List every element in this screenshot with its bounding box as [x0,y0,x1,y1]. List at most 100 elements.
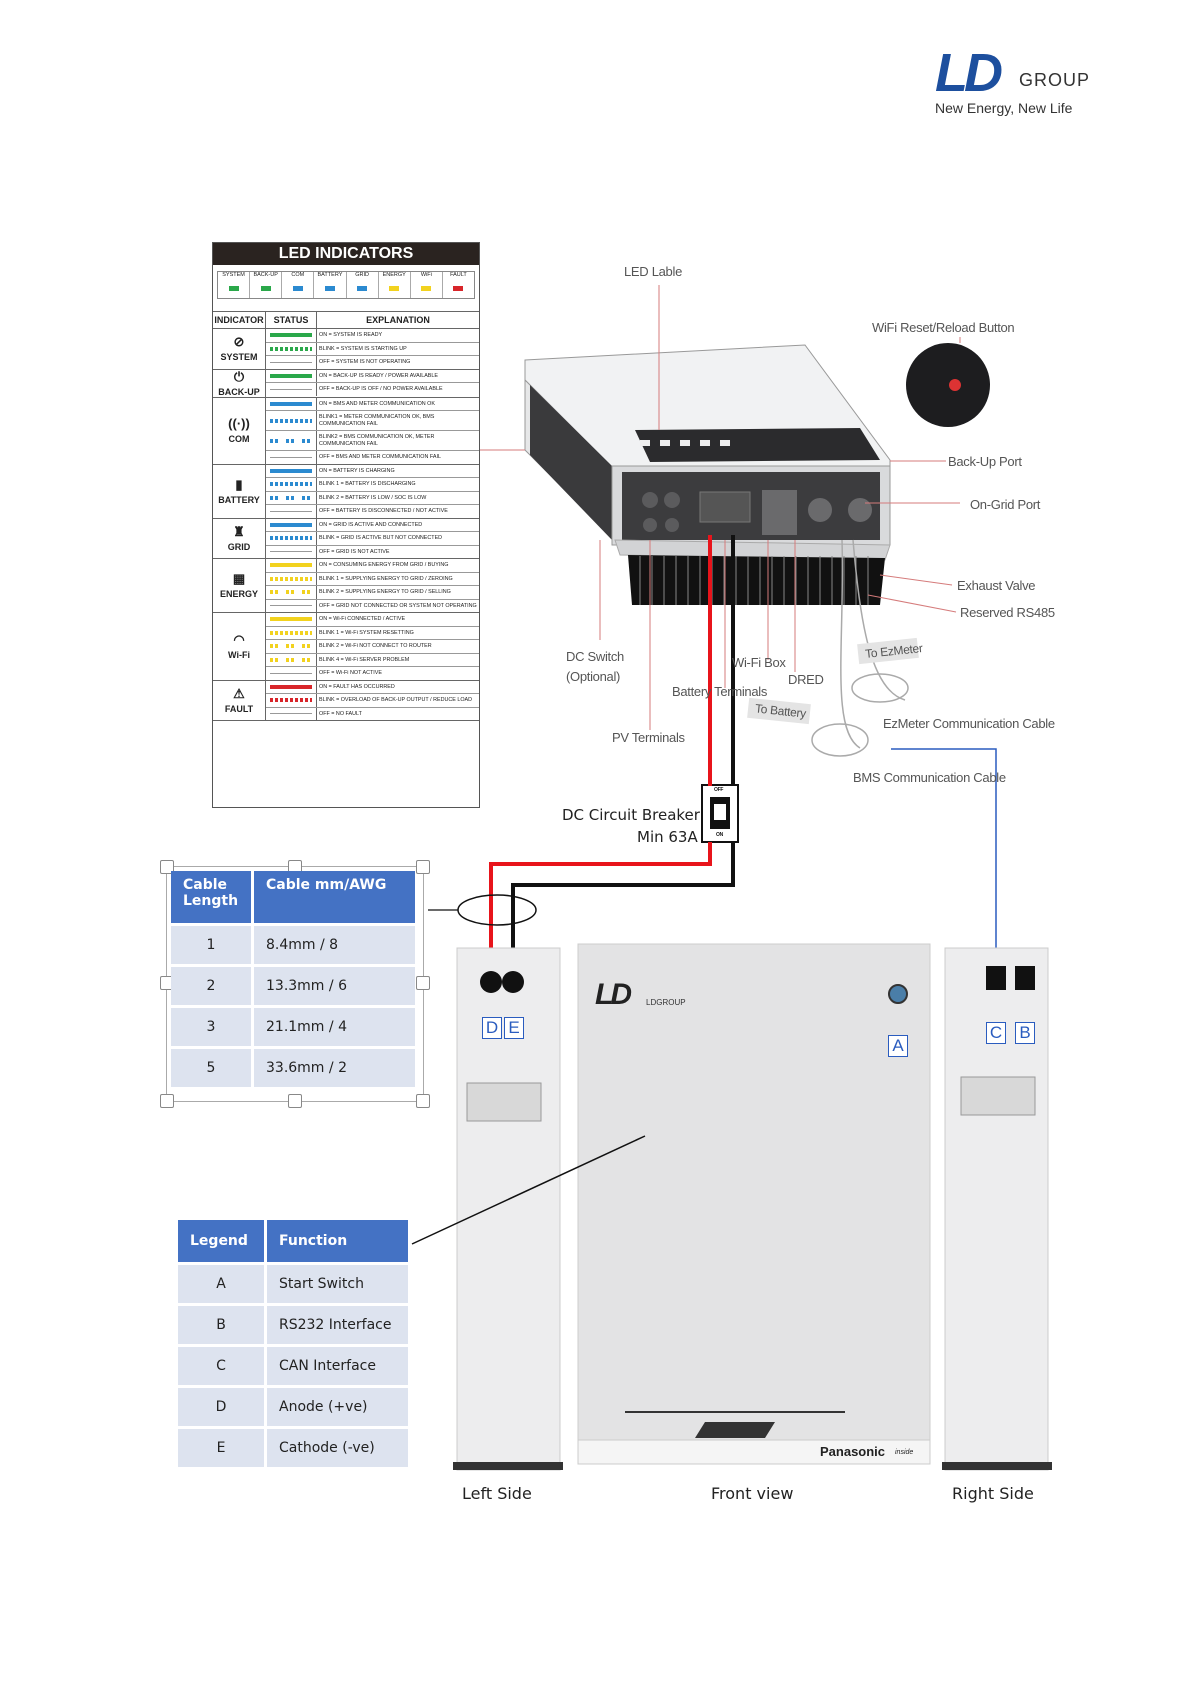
legend-table-cell: A [178,1265,264,1303]
status-swatch [270,713,312,715]
status-swatch [270,644,312,649]
led-status-row: BLINK 2 = Wi-Fi NOT CONNECT TO ROUTER [266,640,479,654]
bms-cable-label: BMS Communication Cable [853,770,1006,785]
left-side-label: Left Side [462,1484,532,1503]
resize-handle-tl[interactable] [160,860,174,874]
status-explanation: OFF = Wi-Fi NOT ACTIVE [319,670,382,676]
terminal-tag-b: B [1015,1022,1035,1044]
led-strip-label: BACK-UP [253,272,278,278]
led-group: ⏻ BACK-UP ON = BACK-UP IS READY / POWER AV… [213,368,479,398]
cable-table-cell: 21.1mm / 4 [254,1008,415,1046]
status-swatch [270,401,312,406]
led-status-row: OFF = BACK-UP IS OFF / NO POWER AVAILABL… [266,383,479,396]
indicator-name: ENERGY [219,589,258,599]
led-strip-label: WiFi [420,272,432,278]
status-swatch-cell [266,342,317,355]
status-swatch-cell [266,451,317,464]
led-strip-cell: ENERGY [379,272,411,298]
status-swatch [270,482,312,487]
status-swatch [270,576,312,581]
status-explanation: BLINK 1 = BATTERY IS DISCHARGING [319,481,416,487]
status-swatch-cell [266,667,317,680]
status-explanation: BLINK1 = METER COMMUNICATION OK, BMS COM… [319,414,435,427]
led-status-row: ON = BACK-UP IS READY / POWER AVAILABLE [266,369,479,383]
right-side-label: Right Side [952,1484,1034,1503]
indicator-icon: ((·)) [228,416,250,431]
status-swatch [270,361,312,363]
cable-table-cell: 3 [171,1008,251,1046]
dc-switch-optional-label: (Optional) [566,669,621,684]
led-status-row: BLINK = GRID IS ACTIVE BUT NOT CONNECTED [266,532,479,546]
status-explanation: BLINK 1 = SUPPLYING ENERGY TO GRID / ZER… [319,575,453,582]
status-swatch-cell [266,329,317,342]
led-status-row: OFF = BMS AND METER COMMUNICATION FAIL [266,451,479,464]
led-strip-swatch [421,286,432,291]
logo-tagline: New Energy, New Life [935,100,1073,116]
status-swatch [270,563,312,568]
led-strip-cell: BACK-UP [250,272,283,298]
status-swatch-cell [266,491,317,504]
status-swatch [270,551,312,553]
status-swatch-cell [266,559,317,572]
led-strip-label: COM [291,272,305,278]
status-explanation: OFF = BACK-UP IS OFF / NO POWER AVAILABL… [319,386,443,392]
cable-table-header: Cable mm/AWG [254,871,415,923]
led-status-row: OFF = NO FAULT [266,707,479,720]
led-status-row: ON = BATTERY IS CHARGING [266,464,479,478]
dc-circuit-breaker [701,784,739,843]
led-panel-title: LED INDICATORS [213,243,479,265]
legend-table-cell: CAN Interface [267,1347,408,1385]
breaker-on-label: ON [716,832,723,838]
status-swatch-cell [266,505,317,518]
led-strip-label: ENERGY [382,272,406,278]
resize-handle-br[interactable] [416,1094,430,1108]
battery-brand-mark: LD [595,978,632,1011]
explanation-header: EXPLANATION [366,315,430,325]
led-strip-cell: COM [282,272,315,298]
indicator-name: FAULT [224,703,254,714]
status-swatch-cell [266,478,317,491]
status-explanation: BLINK = OVERLOAD OF BACK-UP OUTPUT / RED… [319,697,473,703]
status-explanation: OFF = GRID IS NOT ACTIVE [319,548,390,555]
indicator-name: BACK-UP [218,386,260,397]
negative-cable-lower [511,842,735,980]
led-strip-label: BATTERY [317,272,343,278]
legend-table-cell: D [178,1388,264,1426]
indicator-icon: ⏻ [233,368,245,384]
led-table-header: INDICATOR STATUS EXPLANATION [213,311,479,329]
status-swatch [270,510,312,512]
battery-front-view [577,943,931,1465]
resize-handle-tr[interactable] [416,860,430,874]
status-swatch [270,388,312,390]
status-swatch [270,418,312,423]
status-swatch [270,536,312,541]
led-strip-swatch [389,286,400,291]
resize-handle-bl[interactable] [160,1094,174,1108]
leader-lines [480,285,961,730]
indicator-name: SYSTEM [220,352,258,363]
resize-handle-r[interactable] [416,976,430,990]
status-swatch [270,468,312,473]
resize-handle-b[interactable] [288,1094,302,1108]
rs485-label: Reserved RS485 [960,605,1055,620]
status-swatch [270,630,312,635]
status-swatch-cell [266,397,317,410]
status-swatch-cell [266,613,317,626]
status-explanation: BLINK 2 = Wi-Fi NOT CONNECT TO ROUTER [319,643,432,649]
front-view-label: Front view [711,1484,794,1503]
led-strip-cell: BATTERY [314,272,347,298]
cable-table-header: Cable Length [171,871,251,923]
status-swatch-cell [266,369,317,382]
